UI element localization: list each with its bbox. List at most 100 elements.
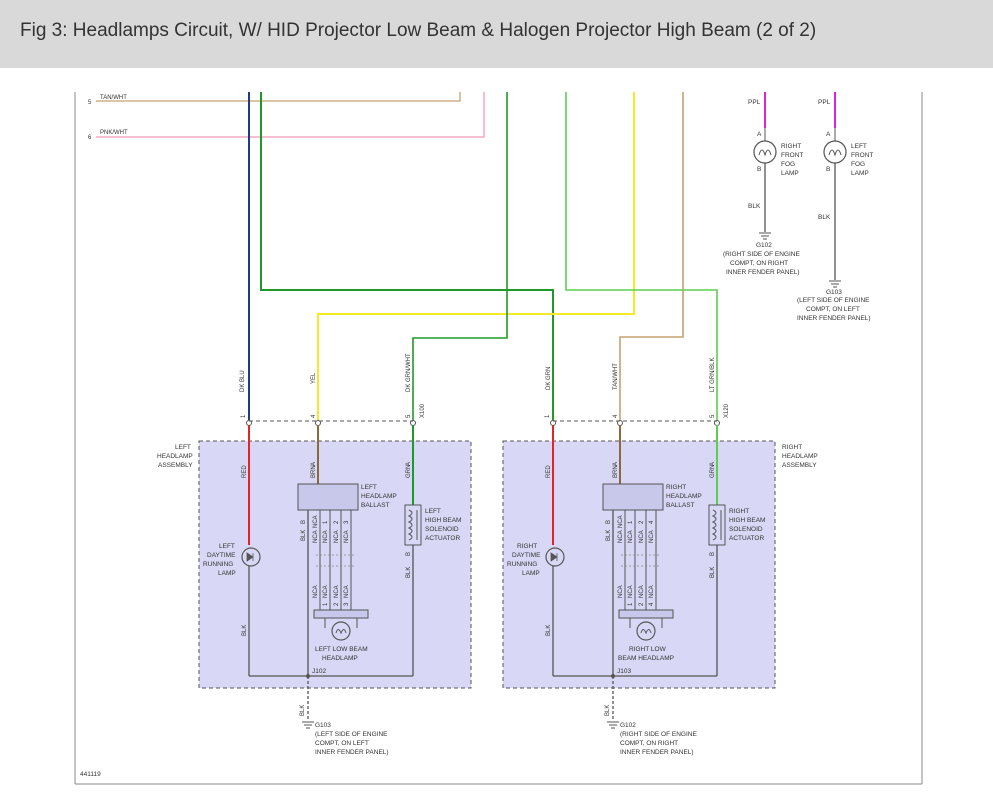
diagram-stroke (335, 629, 347, 635)
fog-left-name-4: LAMP (851, 170, 869, 177)
right-low-beam-name-1: RIGHT LOW (629, 646, 667, 653)
right-low-beam-lamp-icon (636, 621, 656, 641)
right-bottom-desc-2: COMPT, ON RIGHT (620, 740, 678, 747)
diagram-label: 1 (628, 602, 634, 606)
left-drl-name-3: RUNNING (203, 561, 233, 568)
diagram-label: B (301, 520, 307, 524)
wire-pnkwht (96, 92, 485, 138)
diagram-label: 1 (323, 520, 329, 524)
wire-pnkwht-label: PNK/WHT (100, 130, 128, 136)
diagram-label: 1 (628, 520, 634, 524)
right-drl-blk: BLK (546, 625, 552, 636)
left-sol-blk: BLK (406, 567, 412, 578)
right-ballast-name-1: RIGHT (666, 484, 686, 491)
right-sol-name-4: ACTUATOR (729, 535, 764, 542)
wire-lt-grn-blk (565, 92, 718, 420)
diagram-label: BLK (606, 530, 612, 541)
fog-left-ppl: PPL (818, 99, 831, 106)
right-ballast-name-3: BALLAST (666, 502, 695, 509)
right-pin-4: 4 (613, 414, 619, 418)
figure-id: 441119 (80, 771, 101, 778)
left-assembly-name-3: ASSEMBLY (158, 462, 193, 469)
g103-top-desc-3: INNER FENDER PANEL) (797, 315, 871, 322)
diagram-label: NCA (639, 585, 645, 598)
left-bottom-blk: BLK (300, 705, 306, 716)
diagram-label: 4 (649, 602, 655, 606)
diagram-label: NCA (618, 515, 624, 528)
left-sol-a: A (406, 462, 412, 466)
left-label-grn: GRN (406, 465, 412, 478)
left-drl-name-1: LEFT (219, 543, 235, 550)
left-drl-name-4: LAMP (218, 570, 236, 577)
right-sol-name-1: RIGHT (729, 508, 749, 515)
right-ballast-name-2: HEADLAMP (666, 493, 702, 500)
left-junction: J102 (312, 668, 326, 675)
right-bottom-ground: G102 (620, 722, 636, 729)
left-low-beam-base (313, 609, 369, 619)
diagram-label: 4 (649, 520, 655, 524)
right-pin-5: 5 (710, 414, 716, 418)
diagram-label: 1 (323, 602, 329, 606)
left-headlamp-assembly (198, 440, 472, 689)
right-drl-name-1: RIGHT (517, 543, 537, 550)
diagram-label: 2 (639, 520, 645, 524)
left-sol-b: B (406, 552, 412, 556)
diagram-label: NCA (618, 585, 624, 598)
left-ballast-name-2: HEADLAMP (361, 493, 397, 500)
diagram-label: NCA (323, 530, 329, 543)
fog-right-lamp-icon (753, 140, 777, 164)
g103-top-desc-2: COMPT, ON LEFT (806, 306, 860, 313)
diagram-stroke (407, 509, 413, 541)
right-drl-lamp-icon (545, 547, 565, 567)
right-connector-id: X120 (724, 403, 730, 418)
left-pin-1: 1 (241, 414, 247, 418)
fog-left-a: A (826, 131, 831, 138)
wire-dk-grn-wht (412, 92, 508, 420)
label-dk-grn-wht: DK GRN/WHT (406, 353, 412, 392)
diagram-label: NCA (639, 530, 645, 543)
ground-g102-icon (759, 232, 771, 240)
diagram-label: 3 (344, 520, 350, 524)
g102-top-label: G102 (756, 242, 772, 249)
diagram-stroke (550, 552, 558, 562)
fog-left-name-1: LEFT (851, 143, 867, 150)
diagram-label: NCA (649, 530, 655, 543)
wire-dk-grn (260, 92, 554, 420)
diagram-label: NCA (313, 530, 319, 543)
diagram-stroke (828, 149, 842, 157)
right-sol-a: A (710, 462, 716, 466)
wire-yel (317, 92, 635, 420)
right-label-red: RED (546, 465, 552, 478)
left-low-beam-name-1: LEFT LOW BEAM (315, 646, 368, 653)
right-sol-name-2: HIGH BEAM (729, 517, 765, 524)
diagram-label: 2 (334, 520, 340, 524)
left-drl-name-2: DAYTIME (207, 552, 236, 559)
diagram-label: NCA (628, 530, 634, 543)
diagram-label: NCA (344, 530, 350, 543)
right-headlamp-assembly (502, 440, 776, 689)
fog-left-name-3: FOG (851, 161, 865, 168)
fog-right-b: B (757, 166, 761, 173)
wire-tanwht-right (619, 92, 684, 420)
left-headlamp-ballast (297, 483, 359, 511)
left-assembly-name-2: HEADLAMP (157, 453, 193, 460)
diagram-label: 2 (334, 602, 340, 606)
ground-bottom-left-icon (302, 721, 314, 729)
diagram-label: 3 (344, 602, 350, 606)
g102-top-desc-2: COMPT, ON RIGHT (730, 260, 788, 267)
right-drl-name-4: LAMP (522, 570, 540, 577)
left-drl-lamp-icon (241, 547, 261, 567)
diagram-label: NCA (313, 515, 319, 528)
label-dk-blu: DK BLU (240, 370, 246, 392)
fog-right-blk: BLK (748, 203, 761, 210)
ground-g103-icon (829, 280, 841, 288)
right-bottom-desc-3: INNER FENDER PANEL) (620, 749, 694, 756)
diagram-label: NCA (313, 585, 319, 598)
left-label-brn: BRN (311, 465, 317, 478)
right-drl-name-3: RUNNING (507, 561, 537, 568)
right-bottom-desc-1: (RIGHT SIDE OF ENGINE (620, 731, 697, 738)
right-junction: J103 (617, 668, 631, 675)
diagram-stroke (246, 552, 254, 562)
left-connector-id: X100 (420, 403, 426, 418)
